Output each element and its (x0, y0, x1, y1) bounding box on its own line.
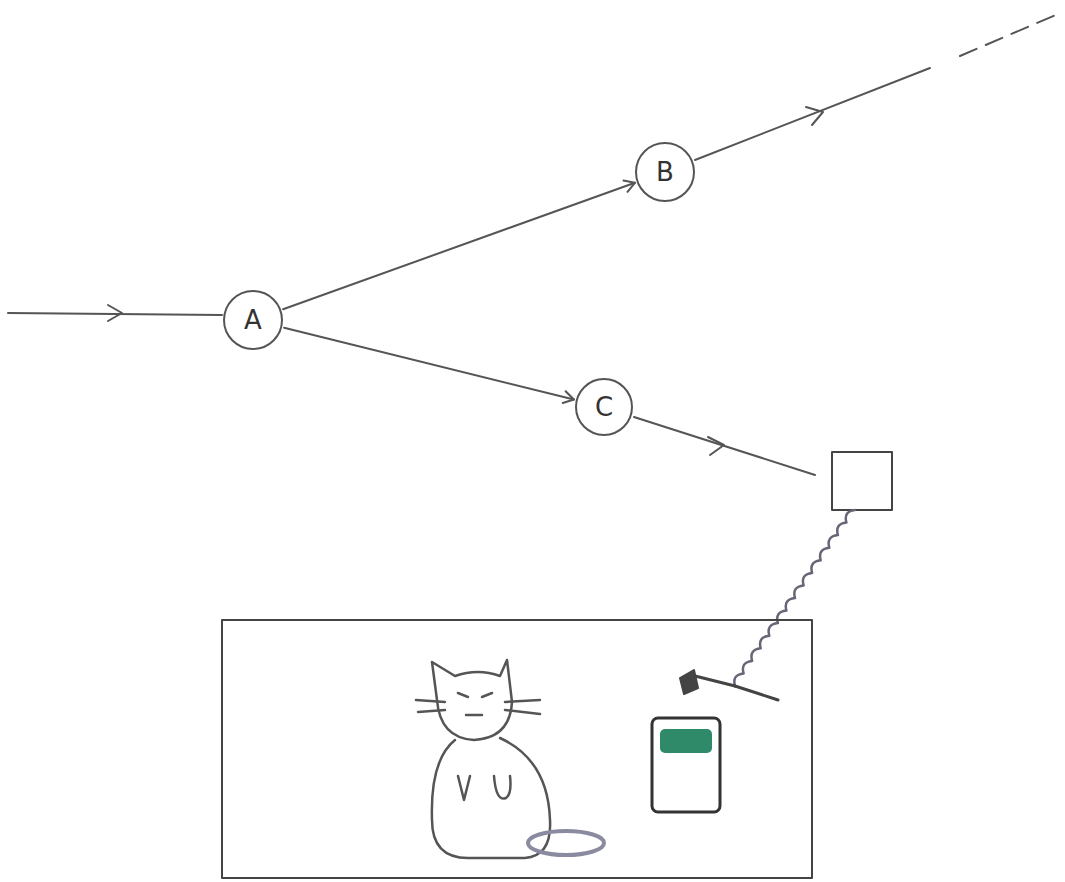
poison-vial (652, 718, 720, 812)
cat (416, 660, 604, 858)
cat-head (432, 660, 512, 740)
detector-line (634, 417, 815, 475)
path-arrow (283, 183, 635, 309)
cat-eye (458, 693, 468, 697)
arrow-chevron (108, 305, 122, 321)
arrow-chevron (708, 437, 724, 455)
path-arrow (284, 328, 574, 400)
vial-contents (661, 730, 711, 752)
state-circle: B (635, 142, 695, 202)
hammer-handle (735, 686, 778, 700)
hammer-head (680, 670, 698, 694)
cat-box (222, 620, 812, 878)
cat-paw (494, 776, 511, 799)
node-label: C (595, 394, 613, 420)
node-label: B (656, 159, 674, 185)
detector-box (832, 452, 892, 510)
state-circle: C (575, 378, 633, 436)
cat-mouth (466, 714, 482, 717)
hammer-shaft (695, 676, 735, 686)
state-circle: A (223, 290, 283, 350)
dashed-continuation (960, 14, 1058, 56)
incoming-line (8, 313, 222, 315)
whisker (418, 710, 445, 712)
spring-coil (734, 510, 855, 686)
cat-paw (458, 776, 470, 800)
cat-eye (482, 693, 492, 697)
cat-tail (528, 831, 604, 855)
whisker (505, 710, 540, 714)
outgoing-line (695, 68, 930, 160)
arrow-chevron (806, 107, 823, 125)
whisker (416, 700, 445, 702)
whisker (505, 700, 540, 702)
cat-body (432, 738, 550, 858)
node-label: A (244, 307, 262, 333)
